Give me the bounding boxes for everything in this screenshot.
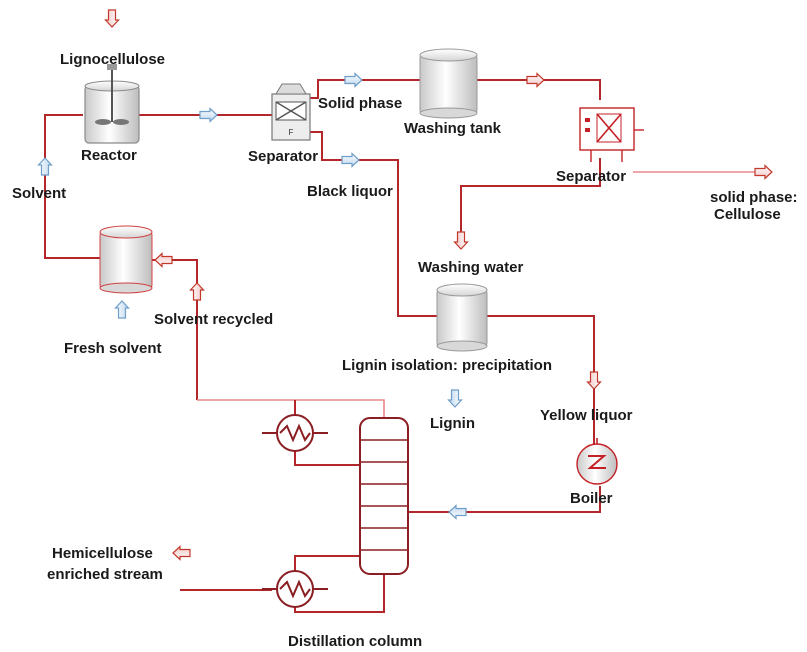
flow-arrow-icon <box>37 157 53 176</box>
flow-arrow-icon <box>453 231 469 250</box>
label-separator-1: Separator <box>248 148 319 165</box>
label-black-liquor: Black liquor <box>307 183 393 200</box>
label-solvent: Solvent <box>12 185 67 202</box>
flow-arrow-icon <box>199 107 218 123</box>
flow-arrow-icon <box>447 389 463 408</box>
label-solid-phase-cellulose-1: solid phase: <box>710 189 798 206</box>
flow-arrow-icon <box>114 300 130 319</box>
label-lignin: Lignin <box>430 415 475 432</box>
separator-mark: F <box>289 128 294 137</box>
feed-arrow-icon <box>104 9 120 28</box>
flow-arrow-icon <box>526 72 545 88</box>
label-lignocellulose: Lignocellulose <box>60 51 166 68</box>
flow-arrow-icon <box>754 164 773 180</box>
precipitation-tank-icon <box>436 283 488 352</box>
flow-arrow-icon <box>341 152 360 168</box>
separator-red-icon <box>579 107 644 162</box>
flow-arrow-icon <box>189 282 205 301</box>
label-hemicellulose-2: enriched stream <box>47 566 163 583</box>
label-lignin-isolation: Lignin isolation: precipitation <box>342 357 552 374</box>
flow-arrow-icon <box>344 72 363 88</box>
flow-arrow-icon <box>448 504 467 520</box>
label-reactor: Reactor <box>81 147 137 164</box>
label-fresh-solvent: Fresh solvent <box>64 340 162 357</box>
washing-tank-icon <box>419 48 478 119</box>
label-washing-tank: Washing tank <box>404 120 501 137</box>
label-solid-phase-cellulose-2: Cellulose <box>714 206 781 223</box>
flow-arrow-icon <box>154 252 173 268</box>
label-boiler: Boiler <box>570 490 613 507</box>
reactor-icon <box>84 64 140 144</box>
boiler-icon <box>576 438 618 485</box>
separator-icon: F <box>271 83 311 141</box>
heat-exchanger-icon <box>262 414 328 452</box>
label-hemicellulose-1: Hemicellulose <box>52 545 153 562</box>
flow-arrow-icon <box>172 545 191 561</box>
flow-arrow-icon <box>586 371 602 390</box>
label-separator-2: Separator <box>556 168 627 185</box>
label-washing-water: Washing water <box>418 259 524 276</box>
label-yellow-liquor: Yellow liquor <box>540 407 633 424</box>
label-solid-phase: Solid phase <box>318 95 403 112</box>
label-distillation-column: Distillation column <box>288 633 423 650</box>
heat-exchanger-icon <box>262 570 328 608</box>
solvent-tank-icon <box>99 225 153 294</box>
label-solvent-recycled: Solvent recycled <box>154 311 274 328</box>
distillation-column-icon <box>359 417 409 575</box>
